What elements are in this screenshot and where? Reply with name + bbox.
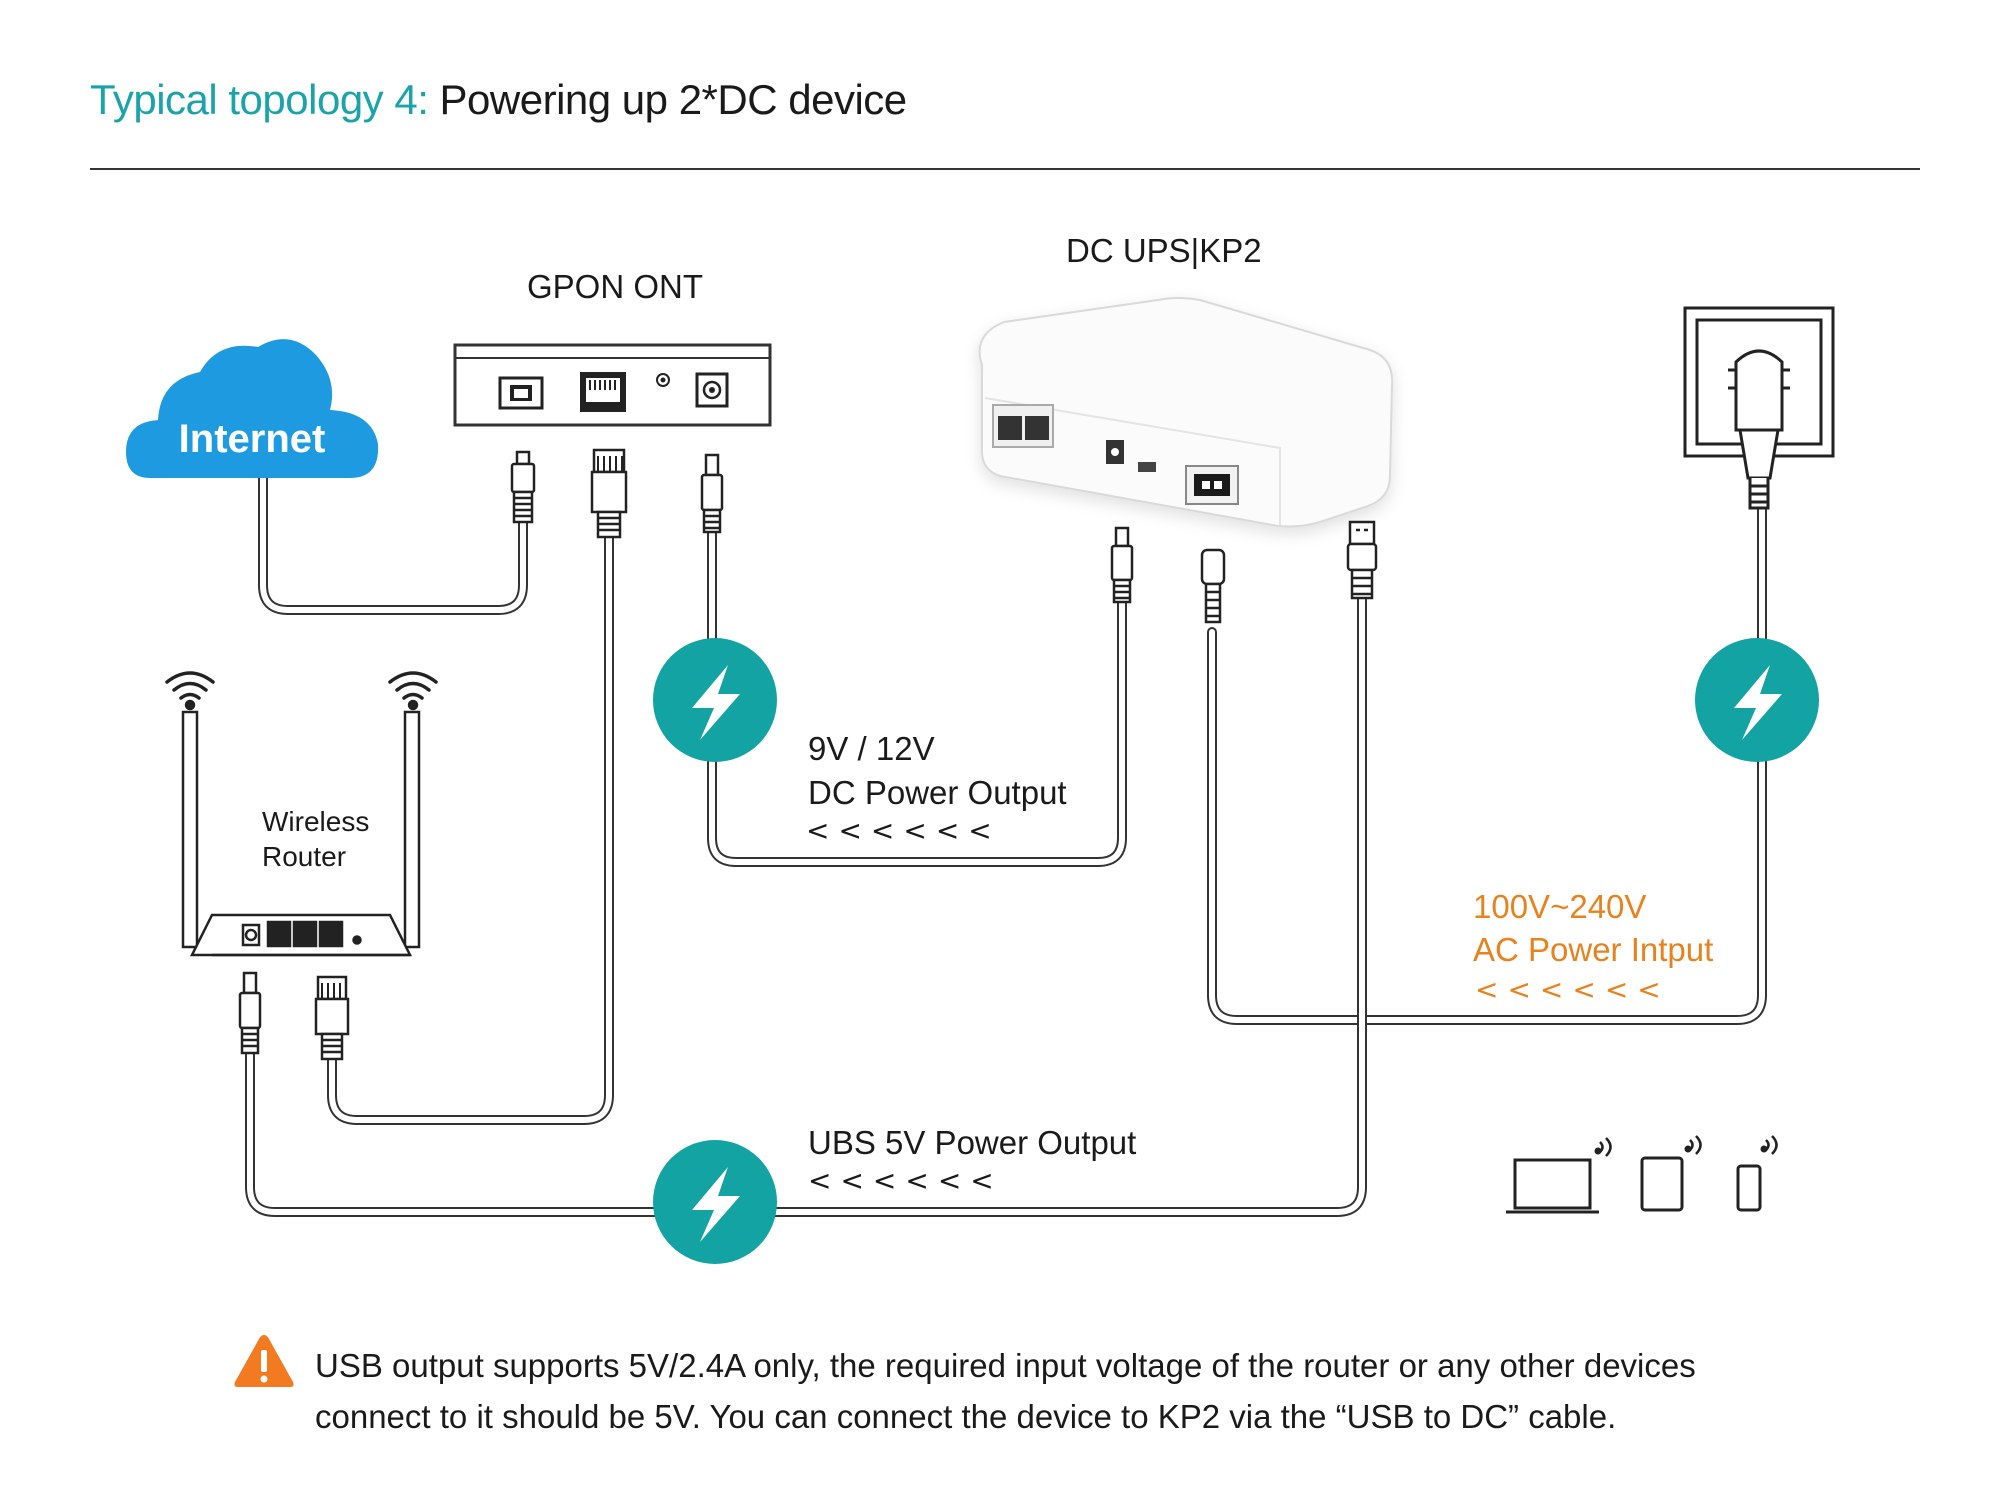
wifi-icon <box>388 671 438 711</box>
title-main: Powering up 2*DC device <box>428 76 908 123</box>
cables <box>245 460 1767 1217</box>
wall-socket-icon <box>1683 306 1835 510</box>
gpon-ont-label: GPON ONT <box>527 268 704 305</box>
fiber-connector <box>510 450 536 524</box>
ac-voltage-label: 100V~240V <box>1473 888 1647 925</box>
lightning-icon <box>1695 638 1819 762</box>
dc-ups-label: DC UPS|KP2 <box>1066 232 1262 269</box>
laptop-icon <box>1506 1137 1612 1214</box>
warning-line2: connect to it should be 5V. You can conn… <box>315 1398 1617 1435</box>
phone-icon <box>1736 1135 1778 1212</box>
lightning-icon <box>653 638 777 762</box>
lightning-icon <box>653 1140 777 1264</box>
dc-plug-ups <box>1110 526 1134 604</box>
dc-flow-arrows: <<<<<< <box>806 814 1001 847</box>
warning-line1: USB output supports 5V/2.4A only, the re… <box>315 1347 1696 1384</box>
rj45-connector-ont <box>590 448 628 539</box>
usb-flow-arrows: <<<<<< <box>808 1164 1003 1197</box>
internet-fiber-cable <box>258 460 528 615</box>
title-divider <box>90 168 1920 170</box>
router-label: Wireless Router <box>262 804 369 874</box>
usb-output-label: UBS 5V Power Output <box>808 1124 1137 1161</box>
ac-input-label: AC Power Intput <box>1473 931 1714 968</box>
gpon-ont-device <box>453 343 772 427</box>
router-label-line1: Wireless <box>262 806 370 837</box>
internet-label: Internet <box>179 417 326 461</box>
dc-output-label: DC Power Output <box>808 774 1067 811</box>
title-prefix: Typical topology 4: <box>90 76 429 123</box>
warning-note: USB output supports 5V/2.4A only, the re… <box>315 1340 1915 1442</box>
dc-plug-ont <box>700 453 724 534</box>
rj45-connector-router <box>314 975 350 1061</box>
router-label-line2: Router <box>262 841 347 872</box>
cloud-icon <box>126 339 379 478</box>
ac-flow-arrows: <<<<<< <box>1475 973 1670 1006</box>
page-title: Typical topology 4: Powering up 2*DC dev… <box>90 76 907 124</box>
warning-icon <box>234 1335 294 1387</box>
wireless-router-device <box>181 710 421 957</box>
wifi-icon <box>165 671 215 711</box>
usb-a-plug <box>1346 520 1378 600</box>
dc-plug-router <box>238 971 262 1055</box>
dc-voltage-label: 9V / 12V <box>808 730 935 767</box>
tablet-icon <box>1640 1135 1702 1212</box>
lan-cable <box>327 530 614 1125</box>
ac-c8-plug <box>1200 548 1226 624</box>
dc-ups-kp2-device <box>978 297 1394 528</box>
